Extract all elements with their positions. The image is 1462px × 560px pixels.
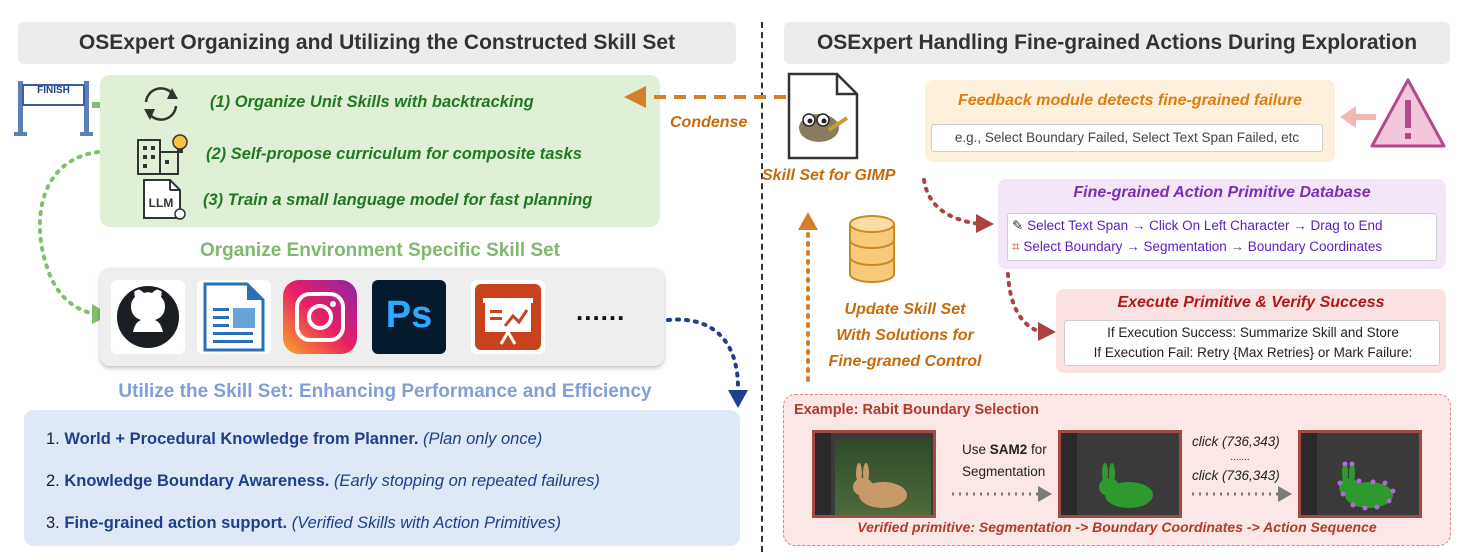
verified-primitive-caption: Verified primitive: Segmentation -> Boun… bbox=[857, 519, 1377, 535]
warning-icon bbox=[1370, 78, 1446, 148]
condense-label: Condense bbox=[670, 114, 748, 131]
organize-item-3: (3) Train a small language model for fas… bbox=[203, 191, 593, 209]
github-icon bbox=[111, 280, 185, 354]
execute-rules: If Execution Success: Summarize Skill an… bbox=[1064, 320, 1440, 366]
organize-item-1: (1) Organize Unit Skills with backtracki… bbox=[210, 93, 534, 111]
click-coordinate-1: click (736,343) bbox=[1192, 434, 1280, 449]
use-sam2-label: Use SAM2 for bbox=[962, 442, 1047, 457]
primitive-row-boundary: ⌗ Select Boundary → Segmentation → Bound… bbox=[1012, 239, 1383, 254]
gray-dotted-arrow-2 bbox=[1192, 486, 1292, 502]
llm-document-icon bbox=[143, 179, 186, 220]
app-icon-bar: Ps ...... bbox=[100, 268, 664, 366]
execute-fail-line: If Execution Fail: Retry {Max Retries} o… bbox=[1093, 345, 1413, 360]
gray-dotted-arrow-1 bbox=[952, 486, 1052, 502]
update-skill-set-label: Update Skill Set With Solutions for Fine… bbox=[828, 301, 982, 370]
feedback-title: Feedback module detects fine-grained fai… bbox=[957, 92, 1303, 109]
navy-dotted-arrow bbox=[666, 317, 748, 408]
primitive-database-list: ✎ Select Text Span → Click On Left Chara… bbox=[1007, 213, 1437, 261]
libreoffice-writer-icon bbox=[197, 280, 271, 354]
finish-label: FINISH bbox=[37, 85, 70, 96]
building-idea-icon bbox=[137, 134, 188, 175]
segmentation-label: Segmentation bbox=[962, 464, 1046, 479]
primitive-database-title: Fine-grained Action Primitive Database bbox=[1073, 184, 1371, 201]
rabbit-segmented-image bbox=[1058, 430, 1182, 518]
pink-arrow-icon bbox=[1340, 106, 1376, 128]
utilize-box bbox=[24, 410, 740, 546]
database-icon bbox=[849, 215, 895, 283]
utilize-item-3: 3. Fine-grained action support. (Verifie… bbox=[46, 514, 561, 532]
env-skill-set-title: Organize Environment Specific Skill Set bbox=[199, 240, 561, 261]
finish-banner-icon bbox=[14, 81, 93, 136]
primitive-row-text-span: ✎ Select Text Span → Click On Left Chara… bbox=[1012, 218, 1383, 233]
left-panel-header: OSExpert Organizing and Utilizing the Co… bbox=[18, 22, 736, 64]
organize-box bbox=[100, 75, 660, 227]
click-coordinate-2: click (736,343) bbox=[1192, 468, 1280, 483]
rabbit-original-image bbox=[812, 430, 936, 518]
cycle-icon bbox=[144, 87, 178, 121]
libreoffice-impress-icon bbox=[471, 280, 545, 354]
instagram-icon bbox=[283, 280, 357, 354]
boundary-icon: ⌗ bbox=[1012, 239, 1020, 254]
feedback-example: e.g., Select Boundary Failed, Select Tex… bbox=[931, 124, 1323, 152]
execute-success-line: If Execution Success: Summarize Skill an… bbox=[1107, 325, 1399, 340]
photoshop-icon: Ps bbox=[372, 280, 446, 354]
red-dotted-arrow-2 bbox=[1006, 272, 1056, 341]
click-ellipsis: ....... bbox=[1230, 452, 1250, 463]
red-dotted-arrow-1 bbox=[922, 178, 994, 233]
rabbit-boundary-points-image bbox=[1298, 430, 1422, 518]
execute-title: Execute Primitive & Verify Success bbox=[1117, 294, 1385, 311]
gimp-document-icon bbox=[787, 72, 859, 160]
organize-item-2: (2) Self-propose curriculum for composit… bbox=[206, 145, 582, 163]
more-apps-ellipsis: ...... bbox=[576, 296, 626, 326]
llm-label: LLM bbox=[148, 196, 174, 210]
right-panel-header: OSExpert Handling Fine-grained Actions D… bbox=[784, 22, 1450, 64]
example-title: Example: Rabit Boundary Selection bbox=[794, 402, 1039, 418]
panel-divider bbox=[761, 22, 763, 552]
utilize-title: Utilize the Skill Set: Enhancing Perform… bbox=[118, 381, 652, 402]
utilize-item-2: 2. Knowledge Boundary Awareness. (Early … bbox=[46, 472, 600, 490]
update-up-arrow bbox=[798, 212, 818, 382]
condense-arrow bbox=[624, 86, 786, 108]
edit-icon: ✎ bbox=[1012, 218, 1024, 233]
utilize-item-1: 1. World + Procedural Knowledge from Pla… bbox=[46, 430, 543, 448]
skill-set-gimp-label: Skill Set for GIMP bbox=[762, 167, 896, 184]
